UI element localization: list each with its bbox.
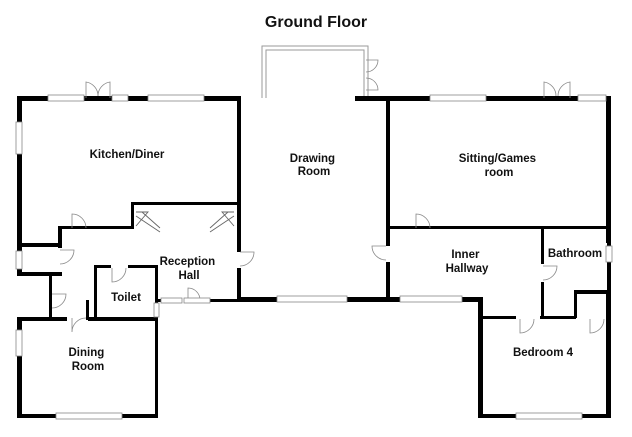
- bay-outline: [261, 45, 369, 98]
- wall-inner-hall-bottom-right: [462, 297, 483, 302]
- label-dining-room: Dining Room: [69, 347, 108, 373]
- wall-dining-left: [17, 317, 22, 418]
- door-kitchen-french-right: [97, 81, 111, 98]
- label-sitting-games-room: Sitting/Games room: [459, 153, 540, 179]
- door-bay-french-bottom: [365, 77, 379, 91]
- door-front-frame: [183, 297, 211, 304]
- window-hall-bottom: [160, 297, 183, 304]
- label-bathroom: Bathroom: [548, 248, 602, 260]
- door-sitting-french-left: [543, 81, 557, 98]
- room-labels: Kitchen/Diner Drawing Room Sitting/Games…: [69, 149, 603, 373]
- floor-plan-title: Ground Floor: [264, 14, 368, 31]
- door-bedroom: [519, 318, 535, 334]
- wall-cupboard-left: [574, 290, 577, 318]
- wall-bathroom-bottom: [576, 290, 611, 294]
- window-dining-bottom: [55, 412, 123, 420]
- bay-outline-inner: [265, 49, 365, 98]
- wall-bathroom-left: [541, 226, 544, 264]
- label-kitchen-diner: Kitchen/Diner: [90, 149, 165, 161]
- label-inner-hallway: Inner Hallway: [446, 249, 489, 275]
- label-reception-hall: Reception Hall: [160, 256, 219, 282]
- wall-bathroom-right: [607, 226, 611, 246]
- wall-drawing-bottom-left: [237, 297, 277, 302]
- wall-hall-upper: [58, 226, 134, 229]
- label-drawing-room: Drawing Room: [290, 153, 339, 178]
- door-dining: [51, 293, 67, 309]
- windows: [15, 94, 613, 420]
- wall-inner-hall-bottom: [386, 297, 400, 302]
- wall-stair-box-left: [131, 204, 134, 228]
- wall-bedroom-left: [478, 297, 483, 418]
- window-sitting-top-1: [429, 94, 487, 102]
- wall-dining-top-right: [88, 317, 158, 321]
- window-toilet-right: [153, 302, 160, 318]
- window-corridor-left: [15, 250, 23, 270]
- door-drawing: [239, 251, 255, 267]
- doors: [51, 59, 605, 334]
- wall-drawing-left: [237, 96, 241, 252]
- door-bay-french-top: [365, 59, 379, 73]
- wall-sitting-bottom: [386, 226, 611, 229]
- wall-drawing-right: [386, 96, 390, 246]
- window-sitting-top-2: [577, 94, 607, 102]
- wall-drawing-bottom-right: [347, 297, 390, 302]
- door-cupboard: [589, 318, 605, 334]
- wall-drawing-left-lower: [237, 268, 241, 302]
- wall-corridor-bottom: [17, 272, 62, 276]
- window-bedroom-bottom: [515, 412, 583, 420]
- window-kitchen-top-1: [47, 94, 85, 102]
- wall-sitting-right: [606, 96, 611, 243]
- window-inner-hall-bottom: [399, 295, 463, 303]
- wall-kitchen-left: [17, 96, 22, 248]
- walls: [17, 45, 611, 418]
- stairs: [135, 211, 235, 233]
- door-bathroom: [542, 265, 558, 281]
- window-kitchen-top-2: [111, 94, 129, 102]
- window-dining-left: [15, 329, 23, 357]
- wall-hall-bottom: [155, 299, 161, 302]
- window-bathroom-right: [605, 245, 613, 263]
- wall-toilet-left: [94, 266, 97, 320]
- door-dining-lower: [71, 317, 87, 333]
- wall-toilet-right: [155, 265, 158, 303]
- stairs-left: [135, 211, 161, 233]
- label-toilet: Toilet: [111, 292, 141, 304]
- wall-bathroom-left-lower: [541, 282, 544, 318]
- window-drawing-bottom: [276, 295, 348, 303]
- wall-dining-corridor-left: [49, 276, 52, 318]
- door-inner-hall: [371, 245, 387, 261]
- wall-bedroom-top-mid: [540, 316, 576, 319]
- label-bedroom-4: Bedroom 4: [513, 347, 574, 359]
- door-sitting: [415, 213, 431, 229]
- door-sitting-french-right: [557, 81, 571, 98]
- window-kitchen-top-3: [147, 94, 205, 102]
- wall-dining-corridor-right: [86, 300, 89, 320]
- window-kitchen-left: [15, 121, 23, 155]
- wall-stair-box-top: [131, 202, 237, 205]
- wall-hall-bottom-right: [210, 299, 240, 302]
- wall-dining-right: [155, 317, 158, 418]
- wall-toilet-top-right: [128, 265, 158, 268]
- wall-bedroom-top: [478, 316, 516, 319]
- wall-hall-left: [58, 228, 62, 248]
- door-kitchen-french-left: [85, 81, 99, 98]
- wall-bedroom-right: [606, 290, 611, 418]
- wall-kitchen-top: [17, 96, 240, 101]
- door-kitchen-hall: [71, 213, 87, 229]
- wall-bathroom-right-lower: [607, 262, 611, 292]
- door-toilet: [111, 267, 127, 283]
- wall-dining-top: [17, 317, 67, 321]
- stairs-right: [209, 211, 235, 233]
- wall-kitchen-bottom: [17, 243, 62, 247]
- wall-toilet-top: [94, 265, 111, 268]
- wall-drawing-right-lower: [386, 262, 390, 302]
- door-corridor: [59, 249, 75, 265]
